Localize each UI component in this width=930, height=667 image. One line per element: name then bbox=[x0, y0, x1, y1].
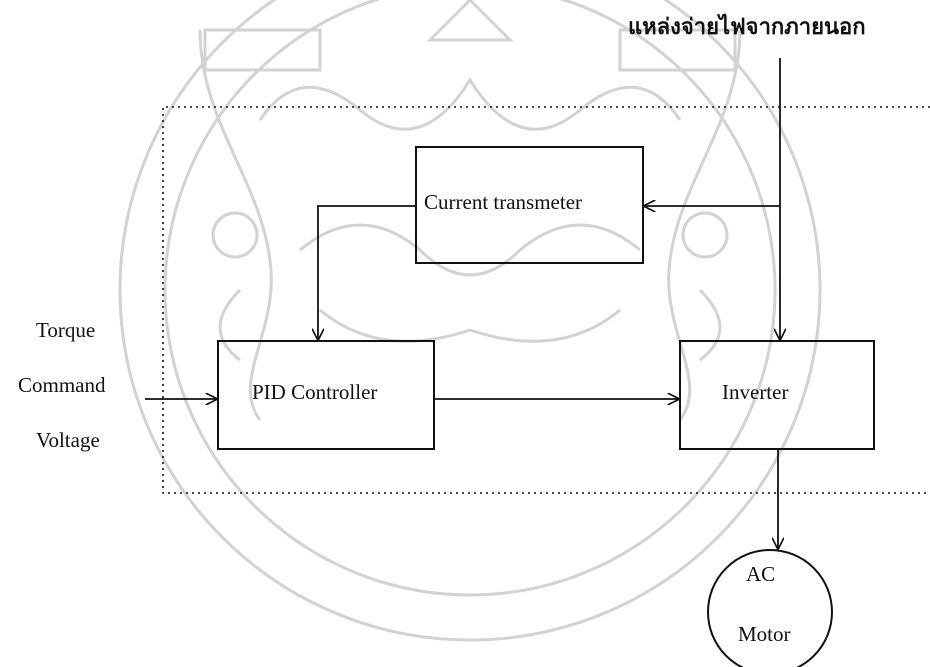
ac-motor-circle bbox=[707, 549, 833, 667]
input-label-torque: Torque bbox=[36, 318, 96, 342]
inverter-label: Inverter bbox=[722, 380, 789, 404]
motor-label-motor: Motor bbox=[738, 622, 791, 646]
current-transmeter-label: Current transmeter bbox=[424, 190, 583, 214]
pid-controller-label: PID Controller bbox=[252, 380, 378, 404]
inverter-block bbox=[679, 340, 875, 450]
system-boundary bbox=[162, 106, 930, 494]
current-transmeter-block bbox=[415, 146, 644, 264]
input-label-command: Command bbox=[18, 373, 106, 397]
motor-label-ac: AC bbox=[746, 562, 776, 586]
pid-controller-block bbox=[217, 340, 435, 450]
external-power-title: แหล่งจ่ายไฟจากภายนอก bbox=[628, 15, 866, 40]
feedback-arrow bbox=[318, 205, 415, 340]
input-label-voltage: Voltage bbox=[36, 428, 100, 452]
